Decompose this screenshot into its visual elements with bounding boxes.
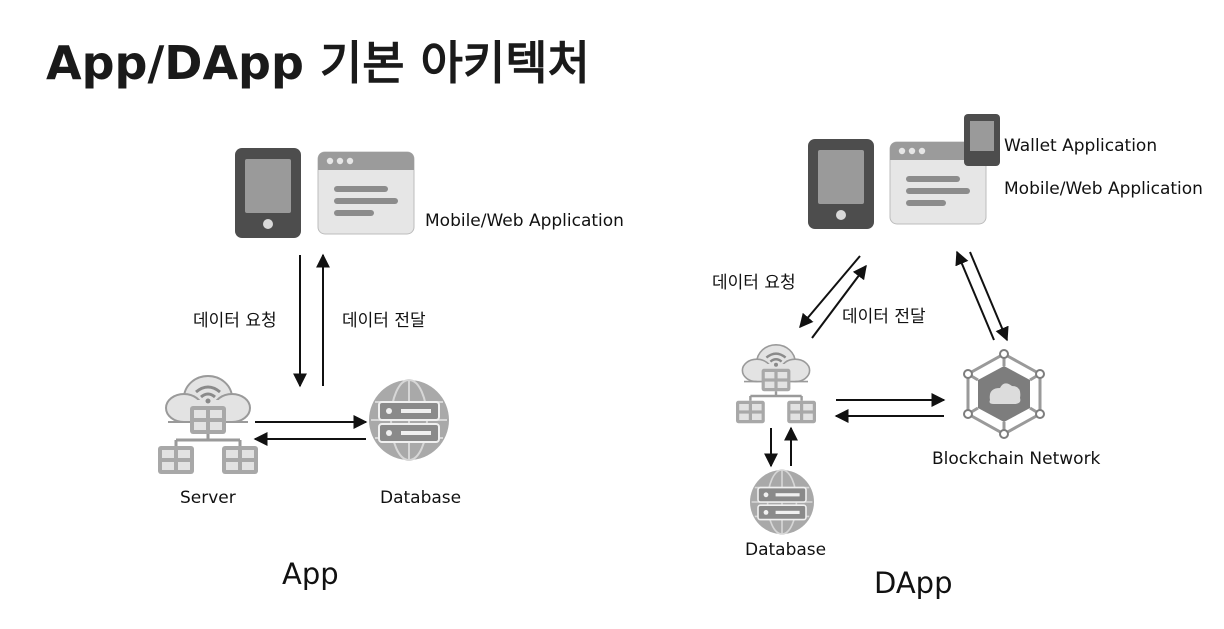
dapp-smartphone-icon — [808, 139, 874, 229]
app-client-label: Mobile/Web Application — [425, 211, 624, 231]
dapp-request-label: 데이터 요청 — [712, 273, 796, 293]
app-request-label: 데이터 요청 — [193, 311, 277, 331]
dapp-response-arrow — [811, 264, 867, 339]
blockchain-network-icon — [962, 348, 1046, 440]
app-response-label: 데이터 전달 — [342, 311, 426, 331]
app-caption: App — [282, 557, 339, 591]
blockchain-to-client-arrow — [955, 250, 995, 341]
dapp-caption: DApp — [874, 566, 952, 600]
dapp-database-globe-icon — [749, 469, 815, 535]
dapp-response-label: 데이터 전달 — [842, 307, 926, 327]
dapp-diagram: Wallet Application Mobile/Web Applicatio… — [712, 114, 1203, 600]
smartphone-icon — [235, 148, 301, 238]
app-database-label: Database — [380, 488, 461, 508]
dapp-cloud-server-icon — [736, 345, 816, 423]
wallet-icon — [964, 114, 1000, 166]
app-diagram: Mobile/Web Application 데이터 요청 데이터 전달 Ser… — [158, 148, 624, 591]
dapp-wallet-label: Wallet Application — [1004, 136, 1157, 156]
client-to-blockchain-arrow — [969, 251, 1009, 342]
browser-window-icon — [317, 151, 415, 235]
app-server-label: Server — [180, 488, 236, 508]
dapp-database-label: Database — [745, 540, 826, 560]
database-globe-icon — [368, 379, 450, 461]
page-title: App/DApp 기본 아키텍처 — [46, 36, 590, 90]
dapp-client-label: Mobile/Web Application — [1004, 179, 1203, 199]
cloud-server-icon — [158, 376, 258, 474]
dapp-request-arrow — [799, 255, 861, 329]
dapp-blockchain-label: Blockchain Network — [932, 449, 1101, 469]
